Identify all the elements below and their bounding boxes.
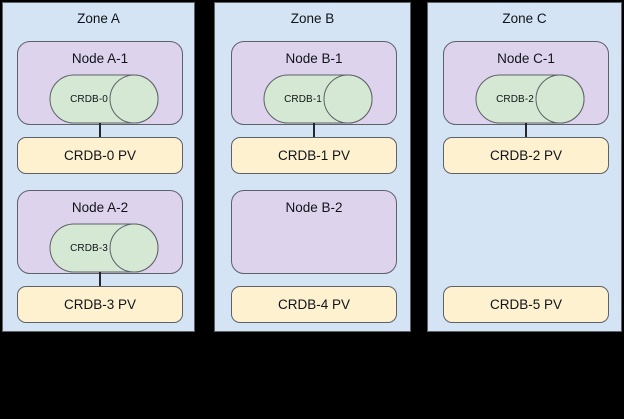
node-a-2: Node A-2 CRDB-3 (17, 190, 183, 274)
pv-crdb-2: CRDB-2 PV (443, 137, 609, 174)
cylinder-icon (49, 223, 159, 273)
node-b-1: Node B-1 CRDB-1 (231, 41, 397, 125)
pv-crdb-2-label: CRDB-2 PV (489, 147, 562, 163)
node-b-1-title: Node B-1 (285, 51, 343, 66)
pv-crdb-3-label: CRDB-3 PV (63, 296, 136, 312)
zone-a-title: Zone A (77, 11, 120, 26)
pv-crdb-3: CRDB-3 PV (17, 286, 183, 323)
zone-a: Zone A Node A-1 CRDB-0 CRDB-0 PV Node A-… (2, 2, 195, 332)
node-a-1: Node A-1 CRDB-0 (17, 41, 183, 125)
pod-crdb-2: CRDB-2 (475, 74, 585, 124)
zone-b-title: Zone B (290, 11, 335, 26)
node-c-1: Node C-1 CRDB-2 (443, 41, 609, 125)
cylinder-icon (263, 74, 373, 124)
node-a-2-title: Node A-2 (71, 200, 129, 215)
pod-crdb-0: CRDB-0 (49, 74, 159, 124)
pv-crdb-0-label: CRDB-0 PV (63, 147, 136, 163)
pod-crdb-1-label: CRDB-1 (284, 93, 322, 105)
link-node-a-1-to-crdb-0-pv (99, 123, 101, 139)
link-node-c-1-to-crdb-2-pv (525, 123, 527, 139)
zone-c-title: Zone C (502, 11, 547, 26)
pod-crdb-1: CRDB-1 (263, 74, 373, 124)
node-c-1-title: Node C-1 (497, 51, 555, 66)
pv-crdb-1: CRDB-1 PV (231, 137, 397, 174)
zone-b: Zone B Node B-1 CRDB-1 CRDB-1 PV Node B-… (214, 2, 411, 332)
pv-crdb-5: CRDB-5 PV (443, 286, 609, 323)
cylinder-icon (49, 74, 159, 124)
pod-crdb-3: CRDB-3 (49, 223, 159, 273)
pv-crdb-1-label: CRDB-1 PV (277, 147, 350, 163)
link-node-b-1-to-crdb-1-pv (313, 123, 315, 139)
node-b-2: Node B-2 (231, 190, 397, 274)
pv-crdb-4-label: CRDB-4 PV (277, 296, 350, 312)
node-a-1-title: Node A-1 (71, 51, 129, 66)
pv-crdb-4: CRDB-4 PV (231, 286, 397, 323)
pod-crdb-3-label: CRDB-3 (70, 242, 108, 254)
pv-crdb-0: CRDB-0 PV (17, 137, 183, 174)
pod-crdb-0-label: CRDB-0 (70, 93, 108, 105)
pod-crdb-2-label: CRDB-2 (496, 93, 534, 105)
zone-c: Zone C Node C-1 CRDB-2 CRDB-2 PV CRDB-5 … (427, 2, 622, 332)
node-b-2-title: Node B-2 (285, 200, 343, 215)
pv-crdb-5-label: CRDB-5 PV (489, 296, 562, 312)
link-node-a-2-to-crdb-3-pv (99, 272, 101, 288)
cylinder-icon (475, 74, 585, 124)
